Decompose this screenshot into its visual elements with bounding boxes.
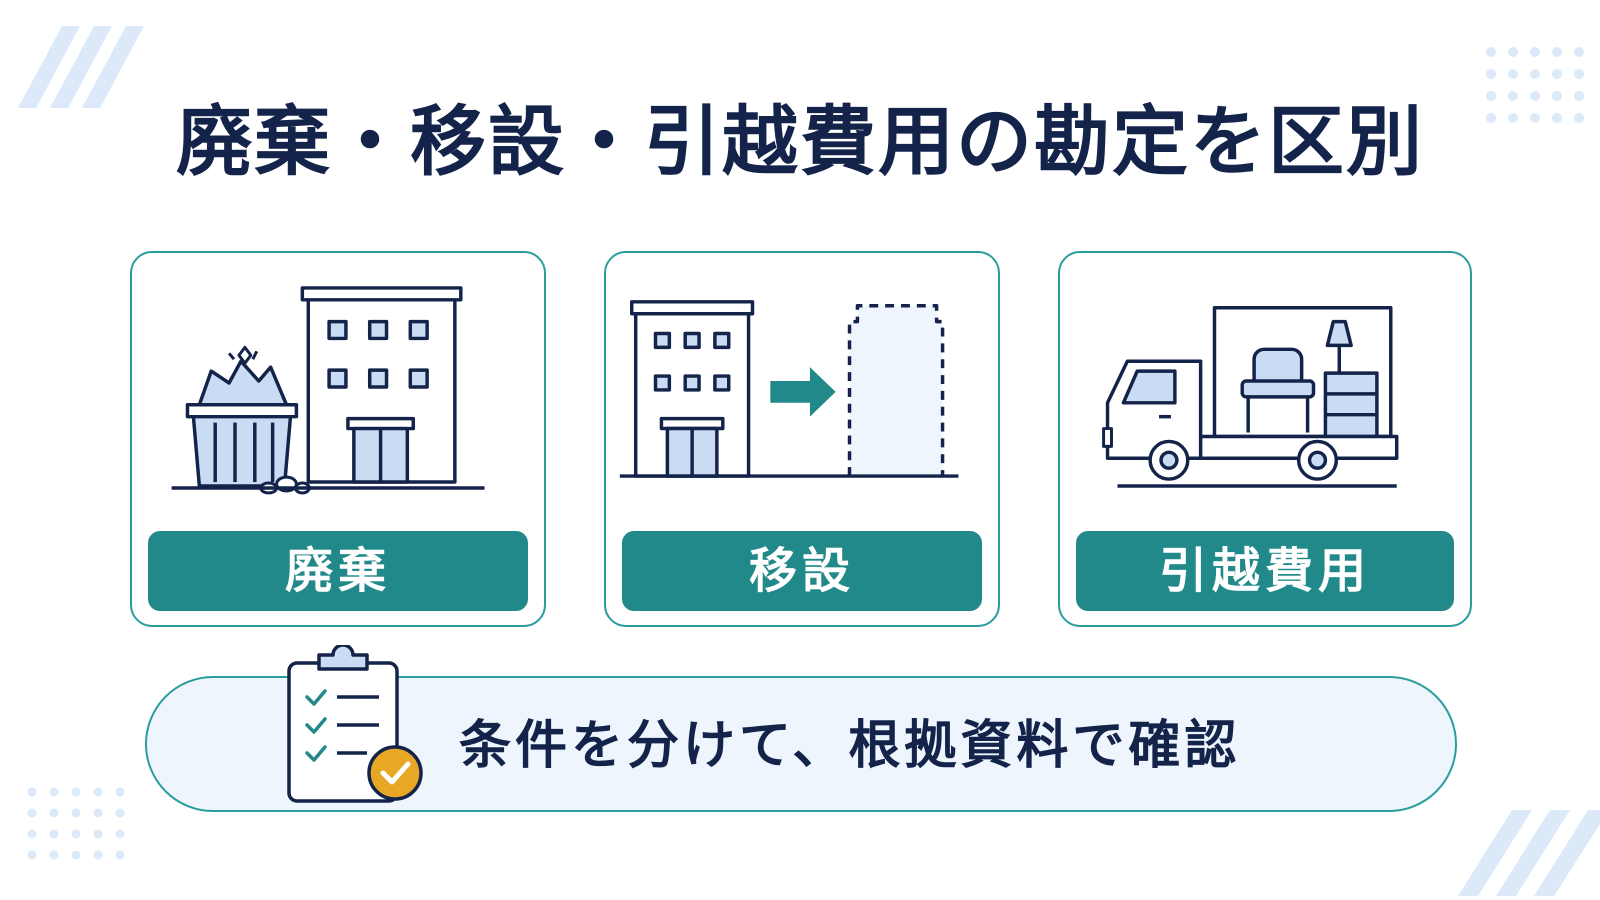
decorative-stripes-top-left [18, 26, 144, 108]
card-moving-costs: 引越費用 [1058, 251, 1472, 627]
page-title: 廃棄・移設・引越費用の勘定を区別 [176, 97, 1424, 186]
decorative-dots-top-right [1486, 47, 1584, 123]
card-disposal: 廃棄 [130, 251, 546, 627]
demolition-building-and-debris-icon [171, 286, 485, 495]
card-relocation: 移設 [604, 251, 1000, 627]
clipboard-checklist-icon [287, 645, 423, 803]
decorative-dots-bottom-left [27, 787, 125, 860]
summary-banner-text: 条件を分けて、根拠資料で確認 [459, 716, 1241, 776]
card-label-moving-costs: 引越費用 [1076, 531, 1454, 611]
moving-truck-icon [1102, 306, 1399, 488]
card-label-disposal: 廃棄 [148, 531, 528, 611]
decorative-stripes-bottom-right [1458, 810, 1600, 896]
card-label-relocation: 移設 [622, 531, 982, 611]
building-relocation-icon [619, 300, 959, 478]
